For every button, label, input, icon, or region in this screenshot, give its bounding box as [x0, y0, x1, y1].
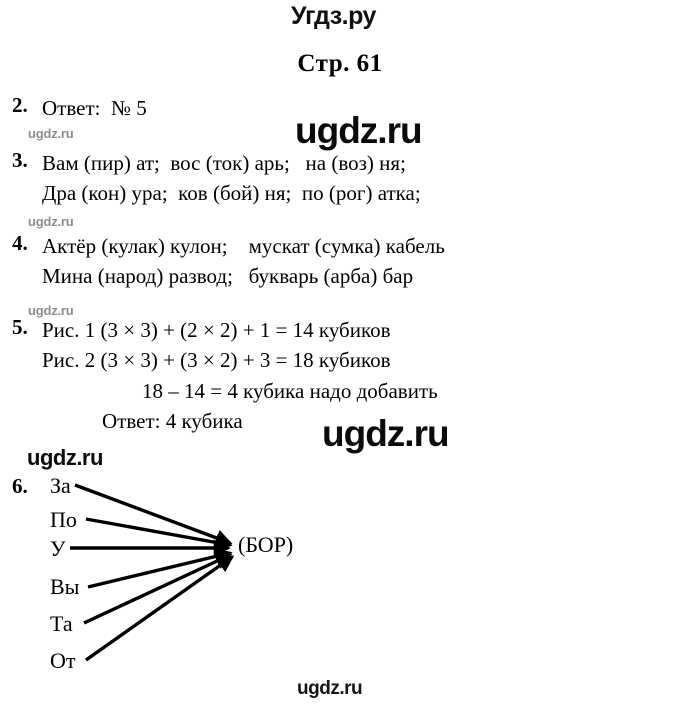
answer-line: Дра (кон) ура; ков (бой) ня; по (рог) ат… [42, 181, 421, 206]
answer-number: 5. [12, 315, 28, 339]
prefix-label-za: За [50, 473, 71, 498]
answer-item-6-diagram: 6. За По У Вы Та От (БОР) [12, 472, 372, 672]
answer-number: 6. [12, 474, 28, 498]
arrow-vy [87, 548, 233, 589]
answer-line: Рис. 2 (3 × 3) + (3 × 2) + 3 = 18 кубико… [42, 348, 391, 373]
arrow-ta [83, 553, 233, 625]
watermark-medium-1: ugdz.ru [27, 445, 103, 470]
answer-item-5: 5. Рис. 1 (3 × 3) + (2 × 2) + 1 = 14 куб… [12, 315, 672, 437]
prefix-label-ot: От [50, 648, 76, 673]
answer-number: 3. [12, 148, 28, 172]
watermark-small-2: ugdz.ru [28, 214, 74, 229]
answer-line: Актёр (кулак) кулон; мускат (сумка) кабе… [42, 234, 445, 258]
answer-number: 4. [12, 231, 28, 255]
page-title: Стр. 61 [297, 50, 383, 77]
site-brand-logo: Угдз.ру [291, 2, 376, 30]
answer-line: 18 – 14 = 4 кубика надо добавить [142, 378, 438, 403]
answer-line: Вам (пир) ат; вос (ток) арь; на (воз) ня… [42, 151, 406, 175]
prefix-label-po: По [50, 507, 77, 532]
answer-line: Ответ: № 5 [42, 96, 147, 120]
answer-line: Мина (народ) развод; букварь (арба) бар [42, 264, 414, 289]
prefix-label-vy: Вы [50, 574, 80, 599]
answer-item-2: 2. Ответ: № 5 [12, 93, 672, 123]
arrow-za [74, 483, 233, 546]
watermark-large-2: ugdz.ru [322, 413, 450, 454]
answer-line: Ответ: 4 кубика [102, 409, 243, 434]
prefix-label-ta: Та [50, 611, 73, 636]
arrow-ot [85, 555, 235, 662]
converging-arrows-graphic [70, 483, 235, 662]
arrow-po [85, 517, 233, 551]
answer-item-4: 4. Актёр (кулак) кулон; мускат (сумка) к… [12, 231, 672, 292]
prefix-label-u: У [50, 536, 66, 561]
answer-item-3: 3. Вам (пир) ат; вос (ток) арь; на (воз)… [12, 148, 672, 209]
watermark-small-1: ugdz.ru [28, 126, 74, 141]
watermark-bottom: ugdz.ru [297, 678, 363, 699]
watermark-large-1: ugdz.ru [295, 110, 423, 151]
watermark-small-3: ugdz.ru [28, 303, 74, 318]
answer-number: 2. [12, 93, 28, 117]
answer-line: Рис. 1 (3 × 3) + (2 × 2) + 1 = 14 кубико… [42, 318, 391, 342]
target-label-bor: (БОР) [238, 532, 294, 557]
